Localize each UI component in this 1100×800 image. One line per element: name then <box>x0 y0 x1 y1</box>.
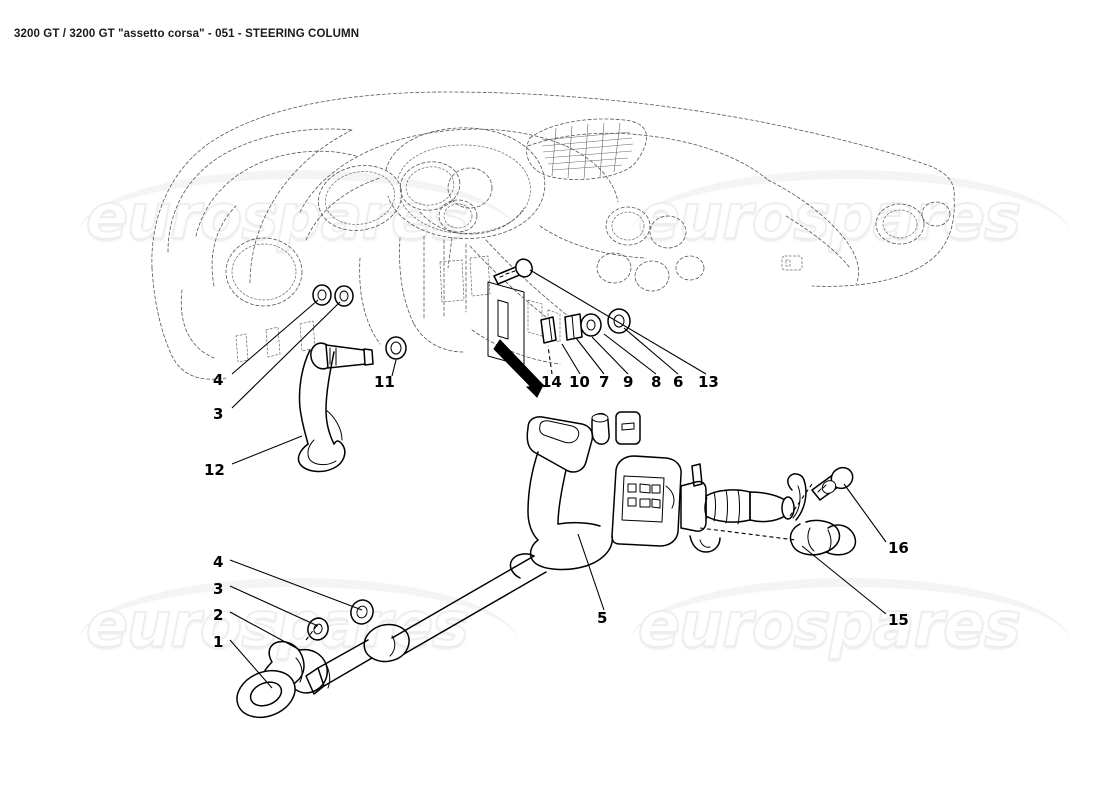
callout-7[interactable]: 7 <box>599 373 610 391</box>
callout-3-lower[interactable]: 3 <box>213 580 224 598</box>
callout-10[interactable]: 10 <box>569 373 590 391</box>
part-14-spacer-plate <box>540 316 557 344</box>
part-9-washer <box>580 313 602 337</box>
part-13-retaining-bolt <box>493 258 533 285</box>
callout-16[interactable]: 16 <box>888 539 909 557</box>
callout-12[interactable]: 12 <box>204 461 225 479</box>
callout-8[interactable]: 8 <box>651 373 662 391</box>
callout-14[interactable]: 14 <box>541 373 562 391</box>
dashboard-ghost-outline <box>151 91 955 380</box>
part-8-nut <box>607 308 631 334</box>
assembly-direction-arrow <box>493 339 544 394</box>
part-12-pedal-lever <box>297 342 374 473</box>
callout-4-lower[interactable]: 4 <box>213 553 224 571</box>
part-3-washer-upper <box>334 285 354 307</box>
part-15-universal-joint <box>699 473 857 556</box>
page-title: 3200 GT / 3200 GT "assetto corsa" - 051 … <box>14 28 360 40</box>
part-11-bush <box>385 336 407 360</box>
part-7-spacer-bush <box>591 412 610 445</box>
callout-1[interactable]: 1 <box>213 633 224 651</box>
callout-13[interactable]: 13 <box>698 373 719 391</box>
callout-6[interactable]: 6 <box>673 373 684 391</box>
callout-5[interactable]: 5 <box>597 609 608 627</box>
callout-11[interactable]: 11 <box>374 373 395 391</box>
callout-9[interactable]: 9 <box>623 373 634 391</box>
part-10-bracket-plate <box>564 313 583 341</box>
part-4-nut-lower <box>350 599 374 625</box>
title-bar: 3200 GT / 3200 GT "assetto corsa" - 051 … <box>0 0 1100 52</box>
callout-3[interactable]: 3 <box>213 405 224 423</box>
part-5-steering-column-assembly <box>305 416 795 695</box>
callout-4[interactable]: 4 <box>213 371 224 389</box>
callout-15[interactable]: 15 <box>888 611 909 629</box>
part-6-bolt-block <box>615 411 641 445</box>
callout-leader-lines <box>229 269 887 689</box>
part-16-clamp-bolt <box>811 466 854 501</box>
callout-2[interactable]: 2 <box>213 606 224 624</box>
part-1-seal-ring <box>236 669 296 719</box>
part-3-washer-lower <box>307 617 329 641</box>
